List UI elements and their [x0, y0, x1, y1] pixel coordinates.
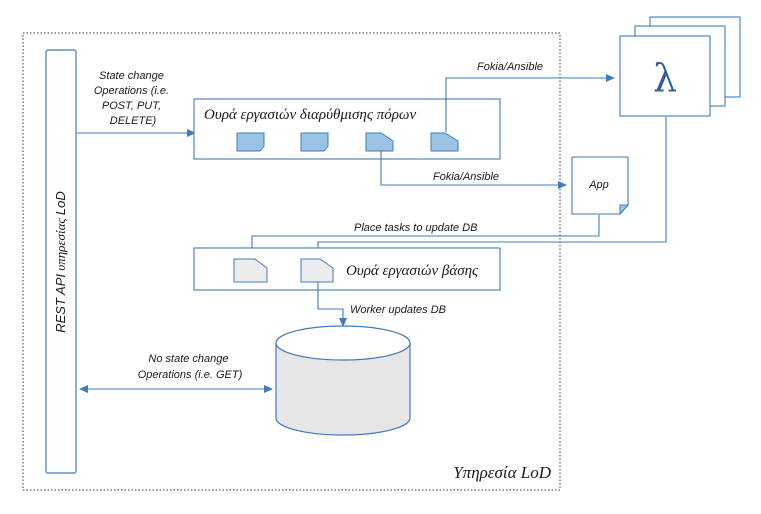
no-state-change-label: No state change Operations (i.e. GET)	[138, 353, 243, 381]
task-document-icon	[430, 132, 459, 152]
state-change-line-2: Operations (i.e.	[94, 85, 169, 97]
rest-api-label: REST API υπηρεσίας LoD	[53, 191, 68, 333]
task-document-icon	[365, 132, 394, 152]
database-queue-title: Ουρά εργασιών βάσης	[346, 263, 479, 279]
task-document-icon	[300, 132, 329, 152]
task-document-icon	[236, 132, 265, 152]
fokia-to-app-label: Fokia/Ansible	[433, 171, 499, 183]
state-change-line-1: State change	[99, 70, 164, 82]
fokia-to-lambda-label: Fokia/Ansible	[477, 61, 543, 73]
provisioning-queue-title: Ουρά εργασιών διαρύθμισης πόρων	[204, 107, 417, 123]
state-change-line-4: DELETE)	[110, 115, 157, 127]
rest-api-bar	[45, 49, 77, 474]
rest-api-label-suffix: LoD	[53, 191, 68, 215]
no-state-change-line-1: No state change	[148, 353, 228, 365]
lambda-function-icon: λ	[619, 16, 741, 117]
worker-updates-label: Worker updates DB	[350, 304, 446, 316]
no-state-change-line-2: Operations (i.e. GET)	[138, 369, 243, 381]
app-to-db-queue-edge	[248, 215, 600, 257]
task-document-icon	[300, 258, 334, 283]
fokia-to-app-edge	[380, 150, 567, 189]
database-cylinder-icon	[275, 325, 411, 436]
lambda-symbol: λ	[653, 56, 677, 100]
state-change-label: State change Operations (i.e. POST, PUT,…	[94, 70, 172, 127]
rest-api-label-greek: υπηρεσίας	[53, 218, 68, 271]
service-title: Υπηρεσία LoD	[453, 463, 551, 482]
fokia-to-lambda-edge	[445, 74, 615, 132]
worker-updates-edge	[317, 282, 347, 327]
rest-api-label-latin: REST API	[53, 274, 68, 333]
app-document-icon: App	[571, 156, 630, 216]
state-change-line-3: POST, PUT,	[102, 100, 161, 112]
provisioning-tasks	[236, 132, 459, 152]
database-tasks	[233, 258, 334, 283]
app-label: App	[588, 179, 609, 191]
place-tasks-label: Place tasks to update DB	[354, 222, 478, 234]
task-document-icon	[233, 258, 268, 283]
